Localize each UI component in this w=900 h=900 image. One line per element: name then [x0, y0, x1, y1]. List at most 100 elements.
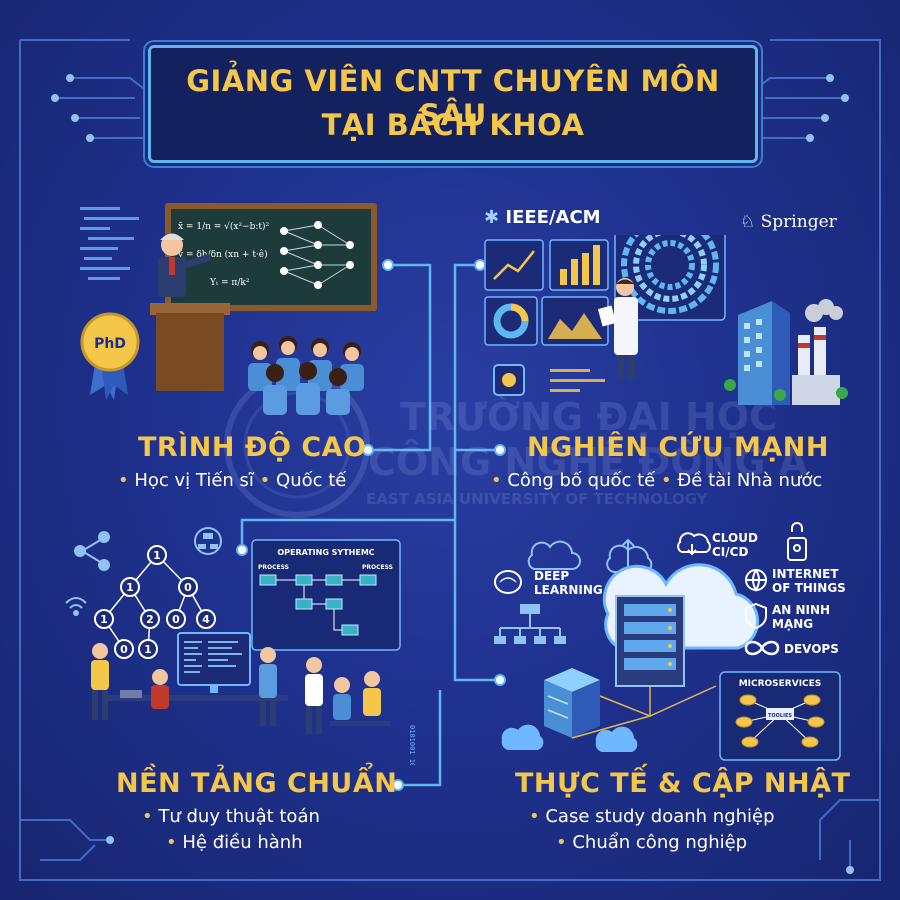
ieee-icon: ✱ — [484, 207, 500, 228]
ieee-acm-text: IEEE/ACM — [505, 207, 601, 228]
tree-node-9: 1 — [144, 643, 152, 656]
springer-horse-icon: ♘ — [740, 212, 756, 232]
tree-node-5: 2 — [146, 613, 154, 626]
lecture-illustration: x̄ = 1/n = √(x²−b:t)² ȳ = δh/δn (xn + t·… — [80, 203, 377, 415]
network-links — [571, 685, 717, 739]
title-banner: GIẢNG VIÊN CNTT CHUYÊN MÔN SÂU TẠI BÁCH … — [148, 45, 758, 163]
springer-label: ♘ Springer — [740, 212, 837, 232]
research-dashboard — [484, 235, 848, 405]
factory-icon — [792, 299, 843, 405]
cloud-sync-icon — [606, 538, 653, 573]
tree-node-6: 0 — [172, 613, 180, 626]
students-group — [248, 336, 364, 415]
line-chart-icon — [493, 250, 535, 280]
devops-label: DEVOPS — [784, 642, 839, 656]
formula-2: ȳ = δh/δn (xn + t·ê) — [177, 249, 268, 260]
os-process-right: PROCESS — [362, 564, 393, 571]
os-panel-title: OPERATING SYTHEMC — [277, 548, 374, 557]
cloud-outline-icon — [527, 540, 581, 570]
os-panel: OPERATING SYTHEMC PROCESS PROCESS — [251, 539, 401, 651]
deep-label: DEEP — [534, 569, 569, 583]
brain-icon — [494, 570, 522, 594]
neural-network-drawing — [283, 224, 351, 286]
watermark-line-1: TRƯỜNG ĐẠI HỌC — [400, 395, 777, 439]
os-process-left: PROCESS — [258, 564, 289, 571]
code-snippet — [80, 207, 139, 280]
formula-3: Yₜ = π/k² — [209, 278, 250, 288]
iot-label-2: OF THINGS — [772, 581, 846, 595]
formula-1: x̄ = 1/n = √(x²−b:t)² — [178, 221, 270, 232]
research-bullet-2: Đề tài Nhà nước — [677, 470, 823, 491]
globe-icon — [745, 569, 767, 592]
watermark-line-3: EAST ASIA UNIVERSITY OF TECHNOLOGY — [366, 490, 708, 508]
tree-node-2: 1 — [126, 581, 134, 594]
microservices-panel: MICROSERVICES TOOLIES — [719, 671, 841, 761]
foundation-heading: NỀN TẢNG CHUẨN — [116, 768, 398, 799]
foundation-bullet-1: Tư duy thuật toán — [158, 806, 320, 827]
degree-bullet-1: Học vị Tiến sĩ — [134, 470, 254, 491]
desk — [108, 695, 288, 701]
foundation-bullet-row-2: • Hệ điều hành — [166, 832, 303, 853]
practice-bullet-2: Chuẩn công nghiệp — [572, 832, 748, 853]
code-monitor — [177, 632, 251, 693]
foundation-bullet-2: Hệ điều hành — [182, 832, 303, 853]
degree-heading: TRÌNH ĐỘ CAO — [138, 432, 367, 463]
network-diagram — [499, 614, 561, 636]
research-bullet-1: Công bố quốc tế — [507, 470, 656, 491]
title-line-2: TẠI BÁCH KHOA — [321, 108, 585, 142]
chip-icon — [493, 364, 525, 396]
research-bullets: • Công bố quốc tế • Đề tài Nhà nước — [491, 470, 823, 491]
practice-bullet-row-2: • Chuẩn công nghiệp — [556, 832, 748, 853]
foundation-bullet-row-1: • Tư duy thuật toán — [142, 806, 320, 827]
microservices-center-label: TOOLIES — [768, 713, 792, 719]
ieee-acm-label: ✱ IEEE/ACM — [484, 207, 601, 228]
devops-infinity-icon — [744, 640, 780, 656]
hierarchy-icon — [194, 527, 222, 555]
binary-stream: 0101001 1001010 0110011 1010001 — [408, 725, 416, 765]
tree-node-4: 1 — [100, 613, 108, 626]
donut-chart-icon — [493, 303, 529, 339]
foundation-illustration: 1 1 0 1 2 0 4 0 1 OPERATING SYTHEMC PROC… — [65, 527, 416, 765]
degree-bullets: • Học vị Tiến sĩ • Quốc tế — [118, 470, 347, 491]
isometric-server — [544, 668, 600, 738]
binary-tree-nodes — [94, 545, 216, 659]
research-heading: NGHIÊN CỨU MẠNH — [527, 432, 829, 463]
tree-node-8: 0 — [120, 643, 128, 656]
tech-illustration: CLOUD CI/CD DEEP LEARNING — [494, 522, 846, 761]
office-building — [738, 301, 790, 405]
practice-bullet-row-1: • Case study doanh nghiệp — [529, 806, 775, 827]
security-label-1: AN NINH — [772, 603, 830, 617]
cloud-cicd-icon — [677, 532, 711, 556]
share-icon — [74, 531, 110, 571]
professor-figure — [158, 233, 212, 297]
practice-bullet-1: Case study doanh nghiệp — [545, 806, 775, 827]
springer-text: Springer — [760, 212, 837, 232]
bottom-clouds — [501, 724, 638, 752]
tree-node-3: 0 — [184, 581, 192, 594]
tree-icons — [724, 379, 848, 401]
tree-node-7: 4 — [202, 613, 210, 626]
degree-bullet-2: Quốc tế — [276, 470, 347, 491]
watermark-line-2: CÔNG NGHỆ ĐÔNG Á — [368, 440, 809, 484]
tree-node-1: 1 — [153, 549, 161, 562]
title-line-1: GIẢNG VIÊN CNTT CHUYÊN MÔN SÂU — [186, 64, 720, 132]
learning-label: LEARNING — [534, 583, 603, 597]
practice-heading: THỰC TẾ & CẬP NHẬT — [515, 768, 851, 799]
phd-badge: PhD — [80, 312, 140, 400]
radial-chart-icon — [621, 235, 719, 314]
cicd-label: CI/CD — [712, 545, 748, 559]
team-figures — [91, 643, 390, 734]
microservices-title: MICROSERVICES — [739, 679, 822, 689]
scientist-figure — [597, 278, 638, 379]
wifi-icon — [65, 597, 87, 616]
area-chart-icon — [548, 313, 602, 339]
lock-icon — [745, 602, 767, 630]
iot-label-1: INTERNET — [772, 567, 839, 581]
security-device-icon — [787, 522, 807, 561]
security-label-2: MẠNG — [772, 617, 813, 631]
server-rack — [615, 595, 685, 687]
code-bars — [550, 369, 605, 392]
phd-badge-label: PhD — [94, 336, 126, 352]
